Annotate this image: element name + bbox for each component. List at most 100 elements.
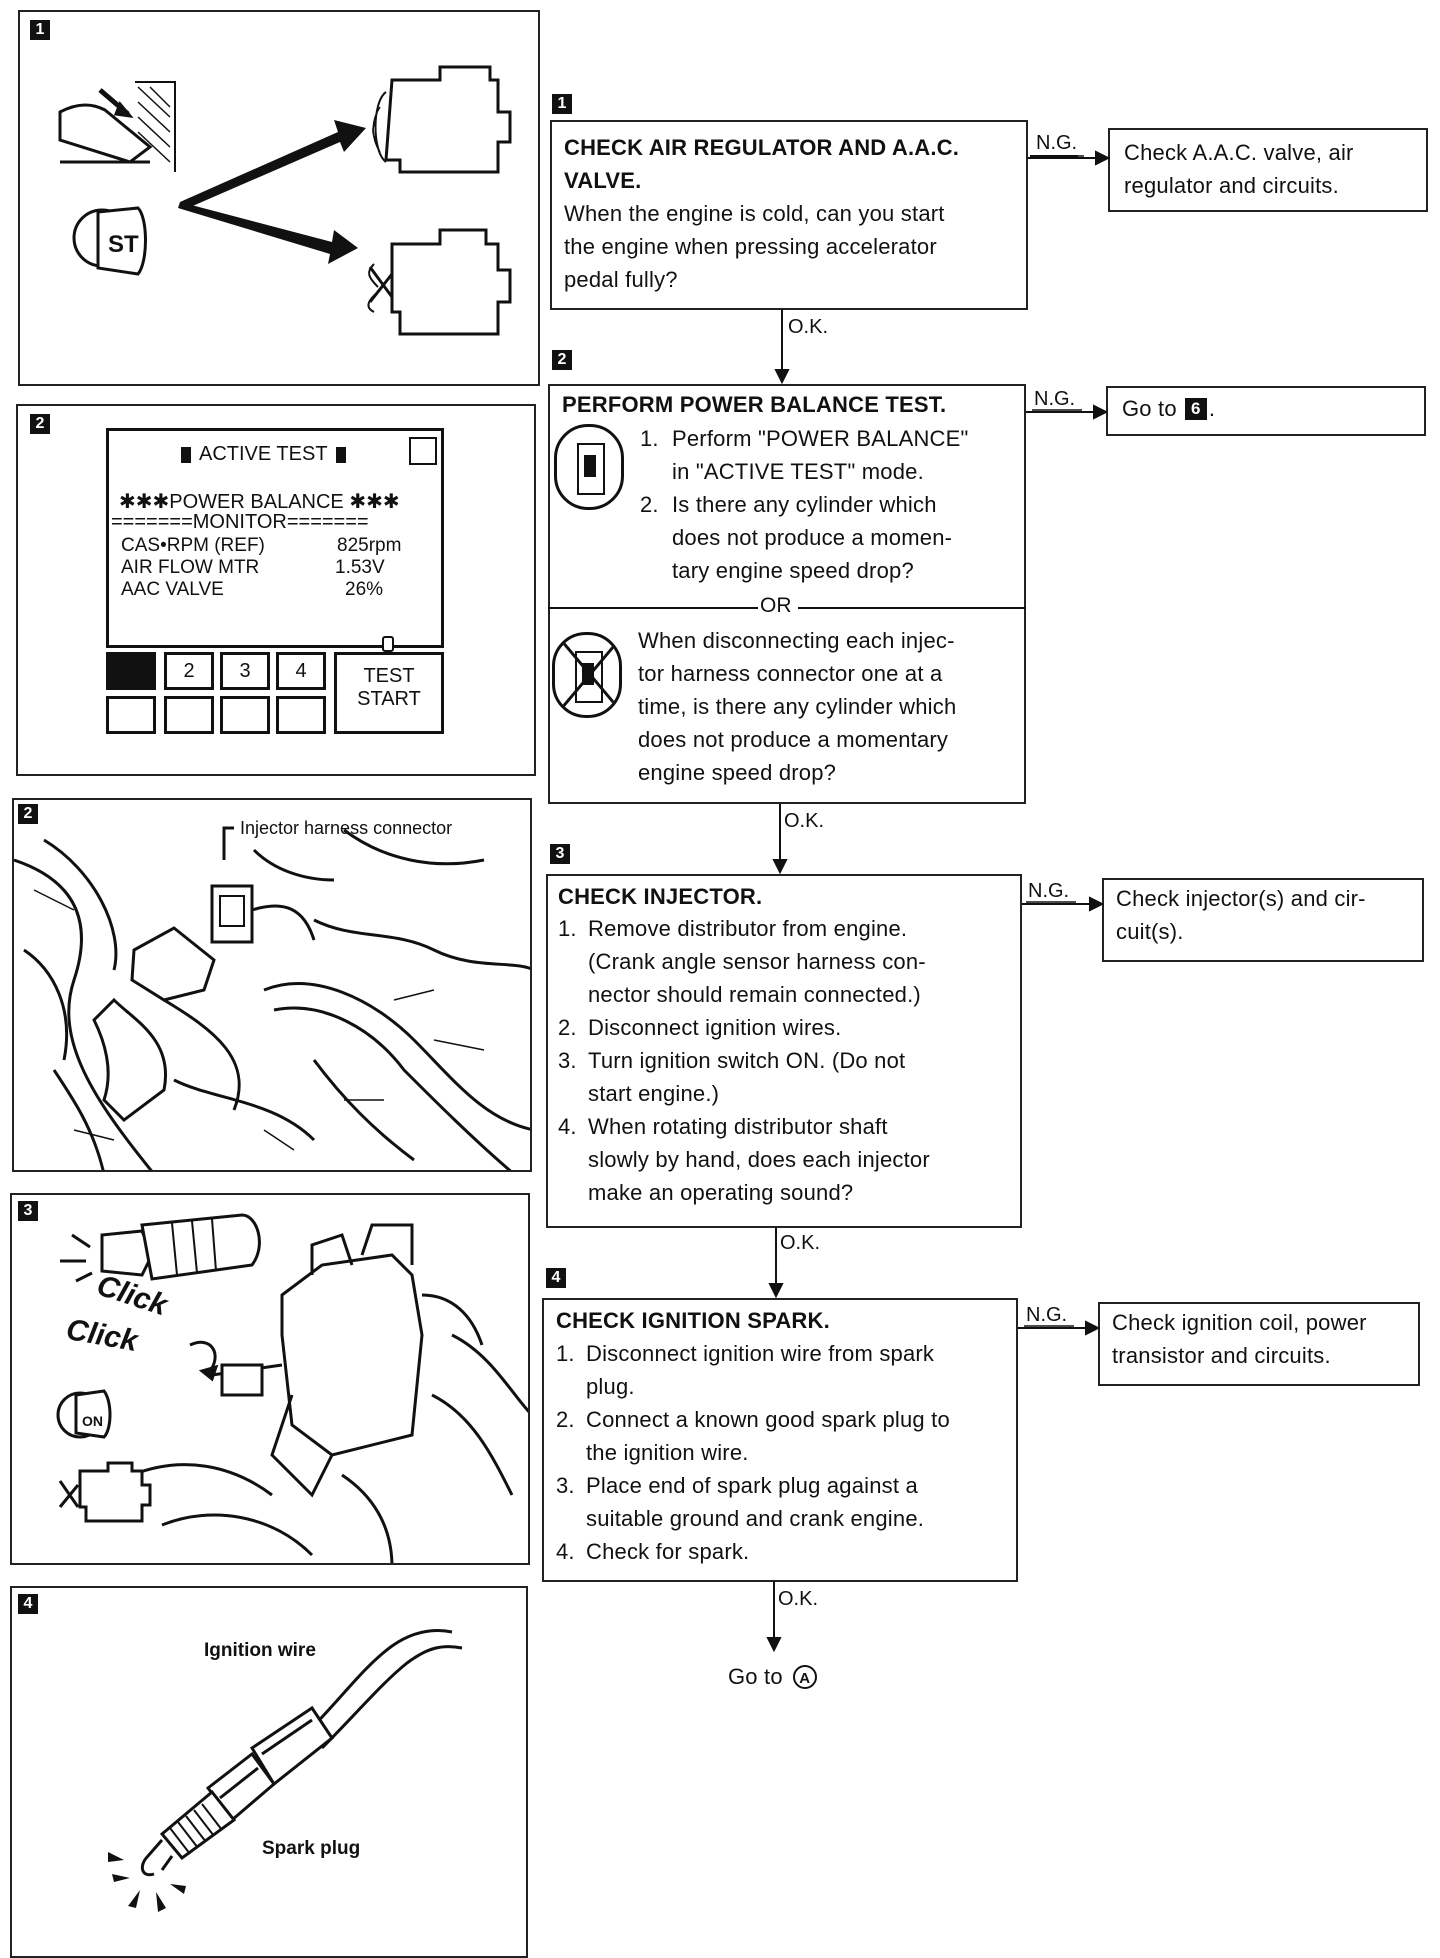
- step-2-badge: 2: [552, 350, 572, 370]
- step-2-ok-label: O.K.: [784, 810, 825, 832]
- monitor-row-label: AAC VALVE: [121, 579, 224, 600]
- accelerator-pedal-icon: [58, 81, 176, 172]
- monitor-row: AIR FLOW MTR: [121, 557, 259, 579]
- item-line: start engine.): [588, 1081, 720, 1106]
- empty-button[interactable]: [164, 696, 214, 734]
- cylinder-button-1[interactable]: [106, 652, 156, 690]
- step-4-ng-text: Check ignition coil, power transistor an…: [1112, 1306, 1367, 1372]
- step-3-ok-label: O.K.: [780, 1232, 821, 1254]
- step-1-question: When the engine is cold, can you start t…: [564, 197, 945, 296]
- alt-line: does not produce a momentary: [638, 727, 949, 752]
- or-divider-right: [798, 607, 1026, 609]
- distributor-drawing: [56, 1213, 528, 1563]
- harness-connector-icon: [210, 884, 254, 944]
- cylinder-button-3[interactable]: 3: [220, 652, 270, 690]
- step-3-badge: 3: [550, 844, 570, 864]
- goto-step-6-badge[interactable]: 6: [1184, 397, 1207, 420]
- alt-line: time, is there any cylinder which: [638, 694, 957, 719]
- item-number: 2.: [558, 1015, 577, 1040]
- spark-plug-drawing: [108, 1629, 463, 1912]
- panel-number-badge: 3: [18, 1201, 38, 1221]
- active-test-header: ACTIVE TEST: [181, 443, 346, 466]
- alt-line: engine speed drop?: [638, 760, 837, 785]
- cylinder-button-2[interactable]: 2: [164, 652, 214, 690]
- step-2-title: PERFORM POWER BALANCE TEST.: [562, 392, 947, 417]
- or-label: OR: [760, 594, 792, 617]
- spark-plug-label: Spark plug: [262, 1838, 361, 1859]
- step-1-body-line: pedal fully?: [564, 267, 678, 292]
- step-1-title-line: VALVE.: [564, 168, 642, 193]
- monitor-row-label: AIR FLOW MTR: [121, 557, 260, 578]
- step-4-ng-label: N.G.: [1026, 1304, 1068, 1326]
- item-number: 1.: [556, 1341, 575, 1366]
- step-4-item: 4. Check for spark.: [556, 1535, 950, 1568]
- engine-stalled-icon: [367, 228, 512, 336]
- item-line: (Crank angle sensor harness con-: [588, 949, 926, 974]
- empty-button[interactable]: [106, 696, 156, 734]
- step-3-title: CHECK INJECTOR.: [558, 884, 763, 909]
- monitor-row-value: 26%: [345, 579, 384, 600]
- cylinder-number: 3: [239, 659, 251, 682]
- step-3-item: 4. When rotating distributor shaft slowl…: [558, 1110, 930, 1209]
- start-engine-illustration: ST: [58, 65, 512, 336]
- panel-number-badge: 2: [18, 804, 38, 824]
- item-line: Disconnect ignition wire from spark: [586, 1341, 935, 1366]
- step-2-alternative: When disconnecting each injec- tor harne…: [638, 624, 956, 789]
- step-1-body-line: When the engine is cold, can you start: [564, 201, 945, 226]
- branch-arrows: [178, 120, 366, 264]
- item-line: Perform "POWER BALANCE": [672, 426, 969, 451]
- screen-corner-box: [409, 437, 437, 465]
- cylinder-button-4[interactable]: 4: [276, 652, 326, 690]
- ng-line: Check injector(s) and cir-: [1116, 886, 1366, 911]
- step-2-ng-label: N.G.: [1034, 388, 1076, 410]
- step-1-title-line: CHECK AIR REGULATOR AND A.A.C.: [564, 135, 960, 160]
- no-consult-icon: [552, 632, 622, 718]
- item-line: Connect a known good spark plug to: [586, 1407, 950, 1432]
- item-line: Place end of spark plug against a: [586, 1473, 918, 1498]
- monitor-row-label: CAS•RPM (REF): [121, 535, 265, 556]
- test-start-button[interactable]: TEST START: [334, 652, 444, 734]
- item-number-1: 1.: [640, 426, 659, 451]
- spark-rays: [108, 1852, 186, 1912]
- ignition-key-st-icon: ST: [72, 206, 147, 276]
- item-line: Check for spark.: [586, 1539, 750, 1564]
- step-1-ng-text: Check A.A.C. valve, air regulator and ci…: [1124, 136, 1354, 202]
- empty-button[interactable]: [220, 696, 270, 734]
- ng-goto-text: Go to: [1122, 396, 1177, 421]
- panel-number-badge: 1: [30, 20, 50, 40]
- step-4-item: 2. Connect a known good spark plug to th…: [556, 1403, 950, 1469]
- step-2-box: [548, 384, 1026, 804]
- injector-icon: [100, 1213, 261, 1281]
- item-line: in "ACTIVE TEST" mode.: [672, 459, 924, 484]
- goto-a-ref[interactable]: A: [792, 1664, 817, 1689]
- step-3-item: 2. Disconnect ignition wires.: [558, 1011, 930, 1044]
- step-2-ng-text: Go to 6 .: [1122, 392, 1215, 425]
- item-number: 4.: [558, 1114, 577, 1139]
- ng-goto-end: .: [1208, 396, 1216, 421]
- step-4-title: CHECK IGNITION SPARK.: [556, 1308, 830, 1333]
- step-4-item: 1. Disconnect ignition wire from spark p…: [556, 1337, 950, 1403]
- panel-number-badge: 4: [18, 1594, 38, 1614]
- header-marker-right: [335, 446, 346, 463]
- item-number: 3.: [556, 1473, 575, 1498]
- step-4-ng-box: [1098, 1302, 1420, 1386]
- step-4-ok-label: O.K.: [778, 1588, 819, 1610]
- item-line: tary engine speed drop?: [672, 558, 914, 583]
- empty-button[interactable]: [276, 696, 326, 734]
- monitor-row-value: 825rpm: [337, 535, 402, 556]
- injector-harness-callout: Injector harness connector: [240, 818, 453, 838]
- item-line: does not produce a momen-: [672, 525, 953, 550]
- ng-line: transistor and circuits.: [1112, 1343, 1331, 1368]
- step-3-ng-text: Check injector(s) and cir- cuit(s).: [1116, 882, 1366, 948]
- ng-line: cuit(s).: [1116, 919, 1184, 944]
- step-1-badge: 1: [552, 94, 572, 114]
- header-marker-left: [181, 446, 191, 463]
- touch-pointer-icon: [382, 636, 394, 652]
- alt-line: tor harness connector one at a: [638, 661, 943, 686]
- item-line: nector should remain connected.): [588, 982, 921, 1007]
- ignition-wire-label: Ignition wire: [204, 1640, 316, 1661]
- panel-2-consult-screen: 2 ACTIVE TEST ✱✱✱POWER BALANCE ✱✱✱ =====…: [16, 404, 536, 776]
- monitor-label: =======MONITOR=======: [111, 511, 369, 533]
- ng-line: regulator and circuits.: [1124, 173, 1339, 198]
- ng-line: Check A.A.C. valve, air: [1124, 140, 1354, 165]
